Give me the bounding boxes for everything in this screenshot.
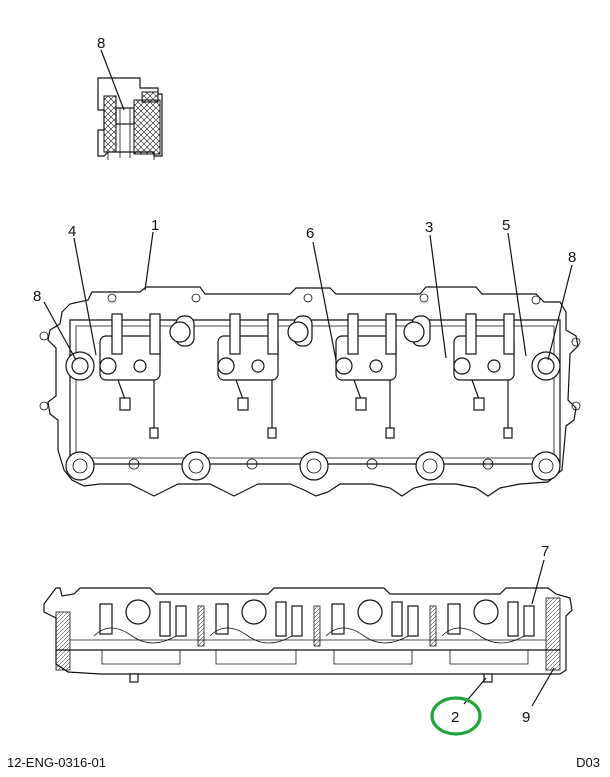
- callout-9: 9: [522, 709, 530, 726]
- callout-5: 5: [502, 217, 510, 234]
- leader-8-right: [547, 264, 573, 361]
- leader-1: [144, 231, 154, 291]
- leader-7: [531, 559, 545, 605]
- callout-7: 7: [541, 543, 549, 560]
- sheet-code: D03: [576, 755, 600, 770]
- leader-8-detail: [100, 49, 125, 111]
- callout-4: 4: [68, 223, 76, 240]
- cylinder-head-top-view: [39, 231, 581, 497]
- callout-8-detail: 8: [97, 35, 105, 52]
- leader-3: [429, 234, 447, 359]
- leader-5: [507, 232, 527, 357]
- leader-9: [531, 667, 555, 707]
- callout-8-left: 8: [33, 288, 41, 305]
- leader-6: [312, 241, 337, 361]
- callout-1: 1: [151, 217, 159, 234]
- highlight-circle: [430, 696, 482, 736]
- leader-8-left: [43, 301, 77, 361]
- callout-8-right: 8: [568, 249, 576, 266]
- callout-6: 6: [306, 225, 314, 242]
- callout-2: 2: [451, 709, 459, 726]
- drawing-number: 12-ENG-0316-01: [7, 755, 106, 770]
- callout-3: 3: [425, 219, 433, 236]
- cylinder-head-side-view: [43, 559, 573, 707]
- leader-4: [73, 237, 97, 356]
- section-detail-view: [97, 49, 163, 160]
